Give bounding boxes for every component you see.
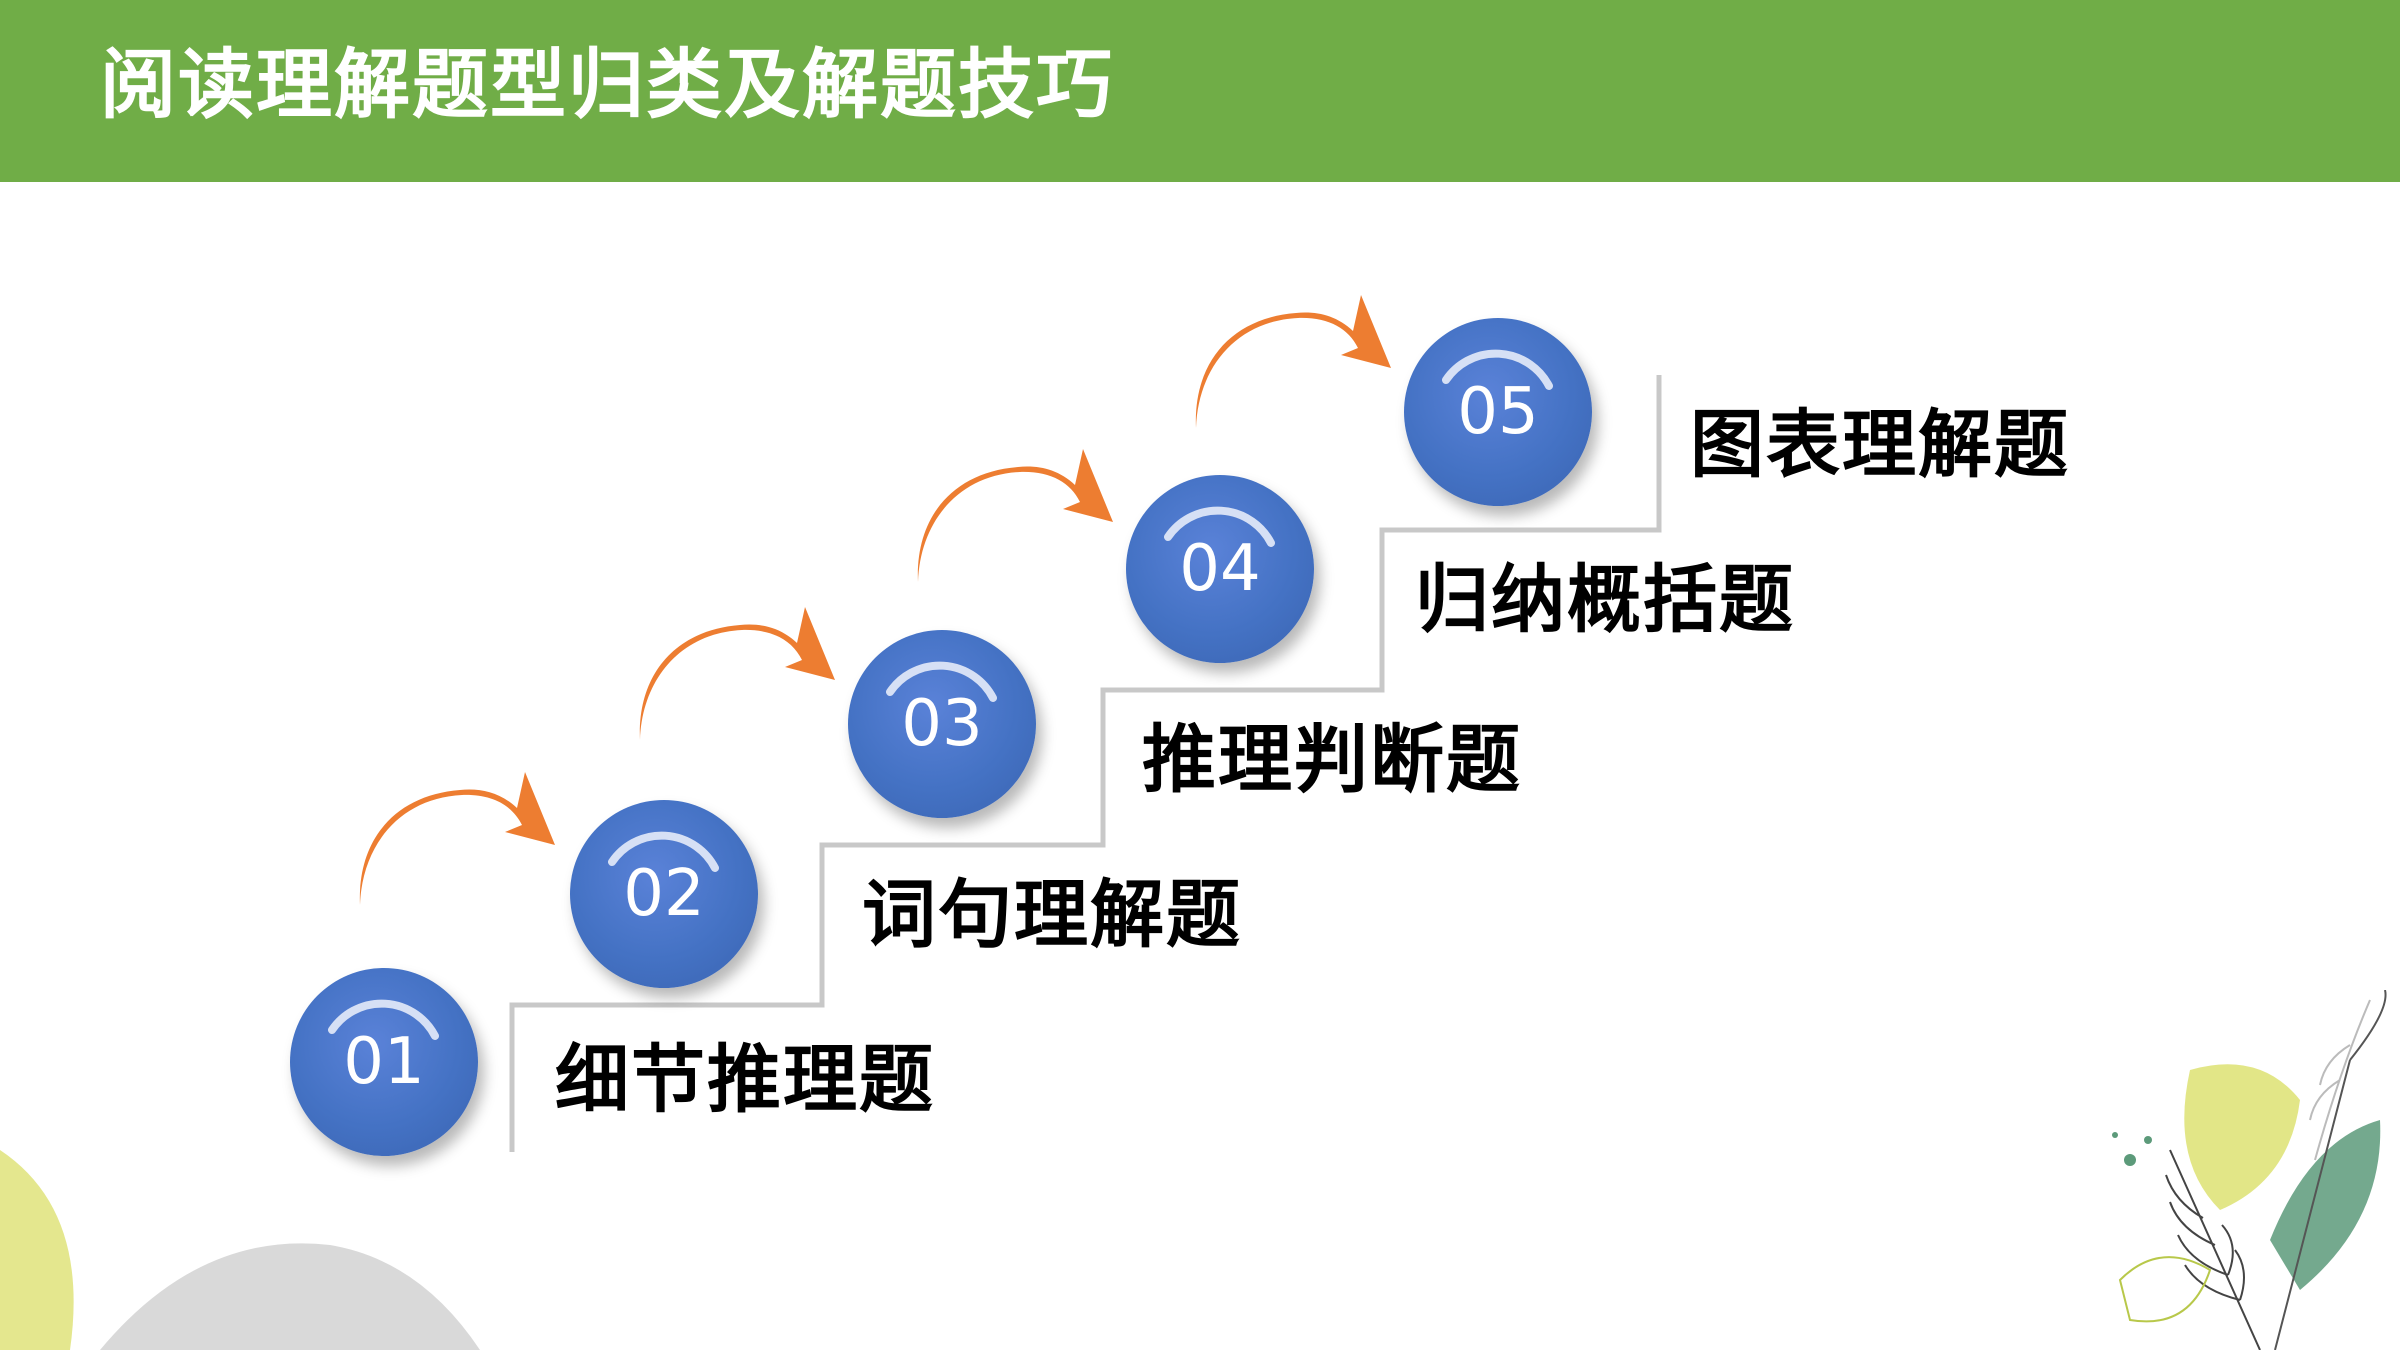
gloss-highlight xyxy=(608,831,719,872)
step-label-02: 词句理解题 xyxy=(862,872,1242,958)
curved-arrow-icon xyxy=(1195,295,1391,428)
gloss-highlight xyxy=(886,661,997,702)
gloss-highlight xyxy=(1164,506,1275,547)
decorative-leaf-shapes xyxy=(0,1150,480,1350)
gloss-highlight xyxy=(328,999,439,1040)
curved-arrow-icon xyxy=(639,607,835,740)
curved-arrow-icon xyxy=(359,772,555,905)
step-circle-05: 05 xyxy=(1404,318,1592,506)
step-circle-02: 02 xyxy=(570,800,758,988)
title-bar: 阅读理解题型归类及解题技巧 xyxy=(0,0,2400,182)
step-label-01: 细节推理题 xyxy=(555,1037,935,1123)
step-label-05: 图表理解题 xyxy=(1690,402,2070,488)
step-label-04: 归纳概括题 xyxy=(1415,557,1795,643)
step-label-03: 推理判断题 xyxy=(1142,717,1522,803)
curved-arrow-icon xyxy=(917,449,1113,582)
decorative-plant-icon xyxy=(2112,990,2387,1350)
step-circle-03: 03 xyxy=(848,630,1036,818)
step-number: 01 xyxy=(343,1025,425,1099)
gloss-highlight xyxy=(1442,349,1553,390)
step-number: 04 xyxy=(1179,532,1261,606)
page-title: 阅读理解题型归类及解题技巧 xyxy=(100,40,1114,129)
step-number: 03 xyxy=(901,687,983,761)
step-circle-01: 01 xyxy=(290,968,478,1156)
step-number: 02 xyxy=(623,857,705,931)
step-circle-04: 04 xyxy=(1126,475,1314,663)
step-number: 05 xyxy=(1457,375,1539,449)
